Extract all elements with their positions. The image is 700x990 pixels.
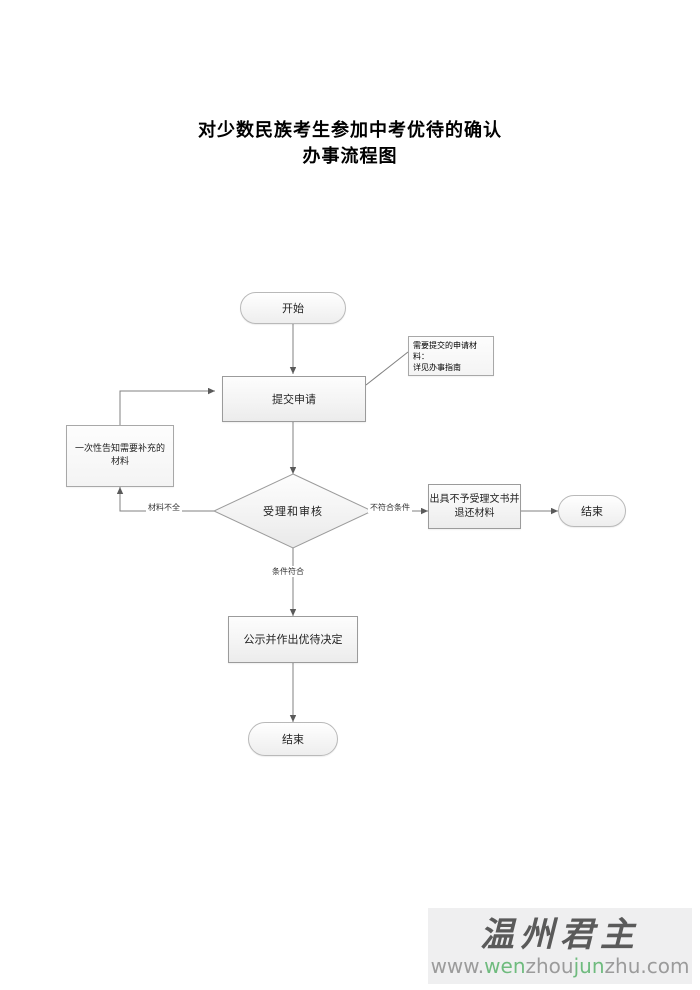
node-submit-application[interactable]: 提交申请 [222, 376, 366, 422]
node-supplement-notice[interactable]: 一次性告知需要补充的材料 [66, 425, 174, 487]
edge-label-incomplete: 材料不全 [146, 502, 182, 513]
node-review-label: 受理和审核 [263, 505, 323, 518]
title-line-1: 对少数民族考生参加中考优待的确认 [198, 120, 502, 141]
node-publicize-label: 公示并作出优待决定 [243, 633, 343, 646]
watermark-url: www.wenzhoujunzhu.com [430, 953, 690, 978]
node-end-bottom[interactable]: 结束 [248, 722, 338, 756]
title-line-2: 办事流程图 [302, 146, 398, 167]
node-start[interactable]: 开始 [240, 292, 346, 324]
node-supplement-label: 一次性告知需要补充的材料 [74, 444, 165, 467]
watermark-brand: 温州君主 [480, 914, 640, 955]
edge-label-qualified: 条件符合 [270, 566, 306, 577]
annotation-required-materials: 需要提交的申请材料： 详见办事指南 [408, 336, 494, 376]
node-review-label-wrap[interactable]: 受理和审核 [238, 500, 348, 522]
node-end-right[interactable]: 结束 [558, 495, 626, 527]
node-publicize-decision[interactable]: 公示并作出优待决定 [228, 616, 358, 663]
page-title: 对少数民族考生参加中考优待的确认 办事流程图 [0, 118, 700, 170]
edge-label-not-qualified: 不符合条件 [368, 502, 412, 513]
edge-submit-to-annotation [365, 351, 409, 386]
node-end-right-label: 结束 [581, 504, 603, 518]
node-start-label: 开始 [282, 301, 304, 315]
node-reject-label: 出具不予受理文书并退还材料 [429, 493, 520, 519]
node-submit-label: 提交申请 [272, 392, 316, 406]
watermark: 温州君主 www.wenzhoujunzhu.com [428, 908, 692, 984]
annotation-line-2: 详见办事指南 [413, 362, 461, 372]
edge-review-to-supplement [116, 487, 214, 512]
edge-supplement-to-submit [119, 387, 215, 425]
node-reject-issue[interactable]: 出具不予受理文书并退还材料 [428, 484, 521, 529]
node-end-bottom-label: 结束 [282, 732, 304, 746]
annotation-line-1: 需要提交的申请材料： [413, 340, 477, 361]
